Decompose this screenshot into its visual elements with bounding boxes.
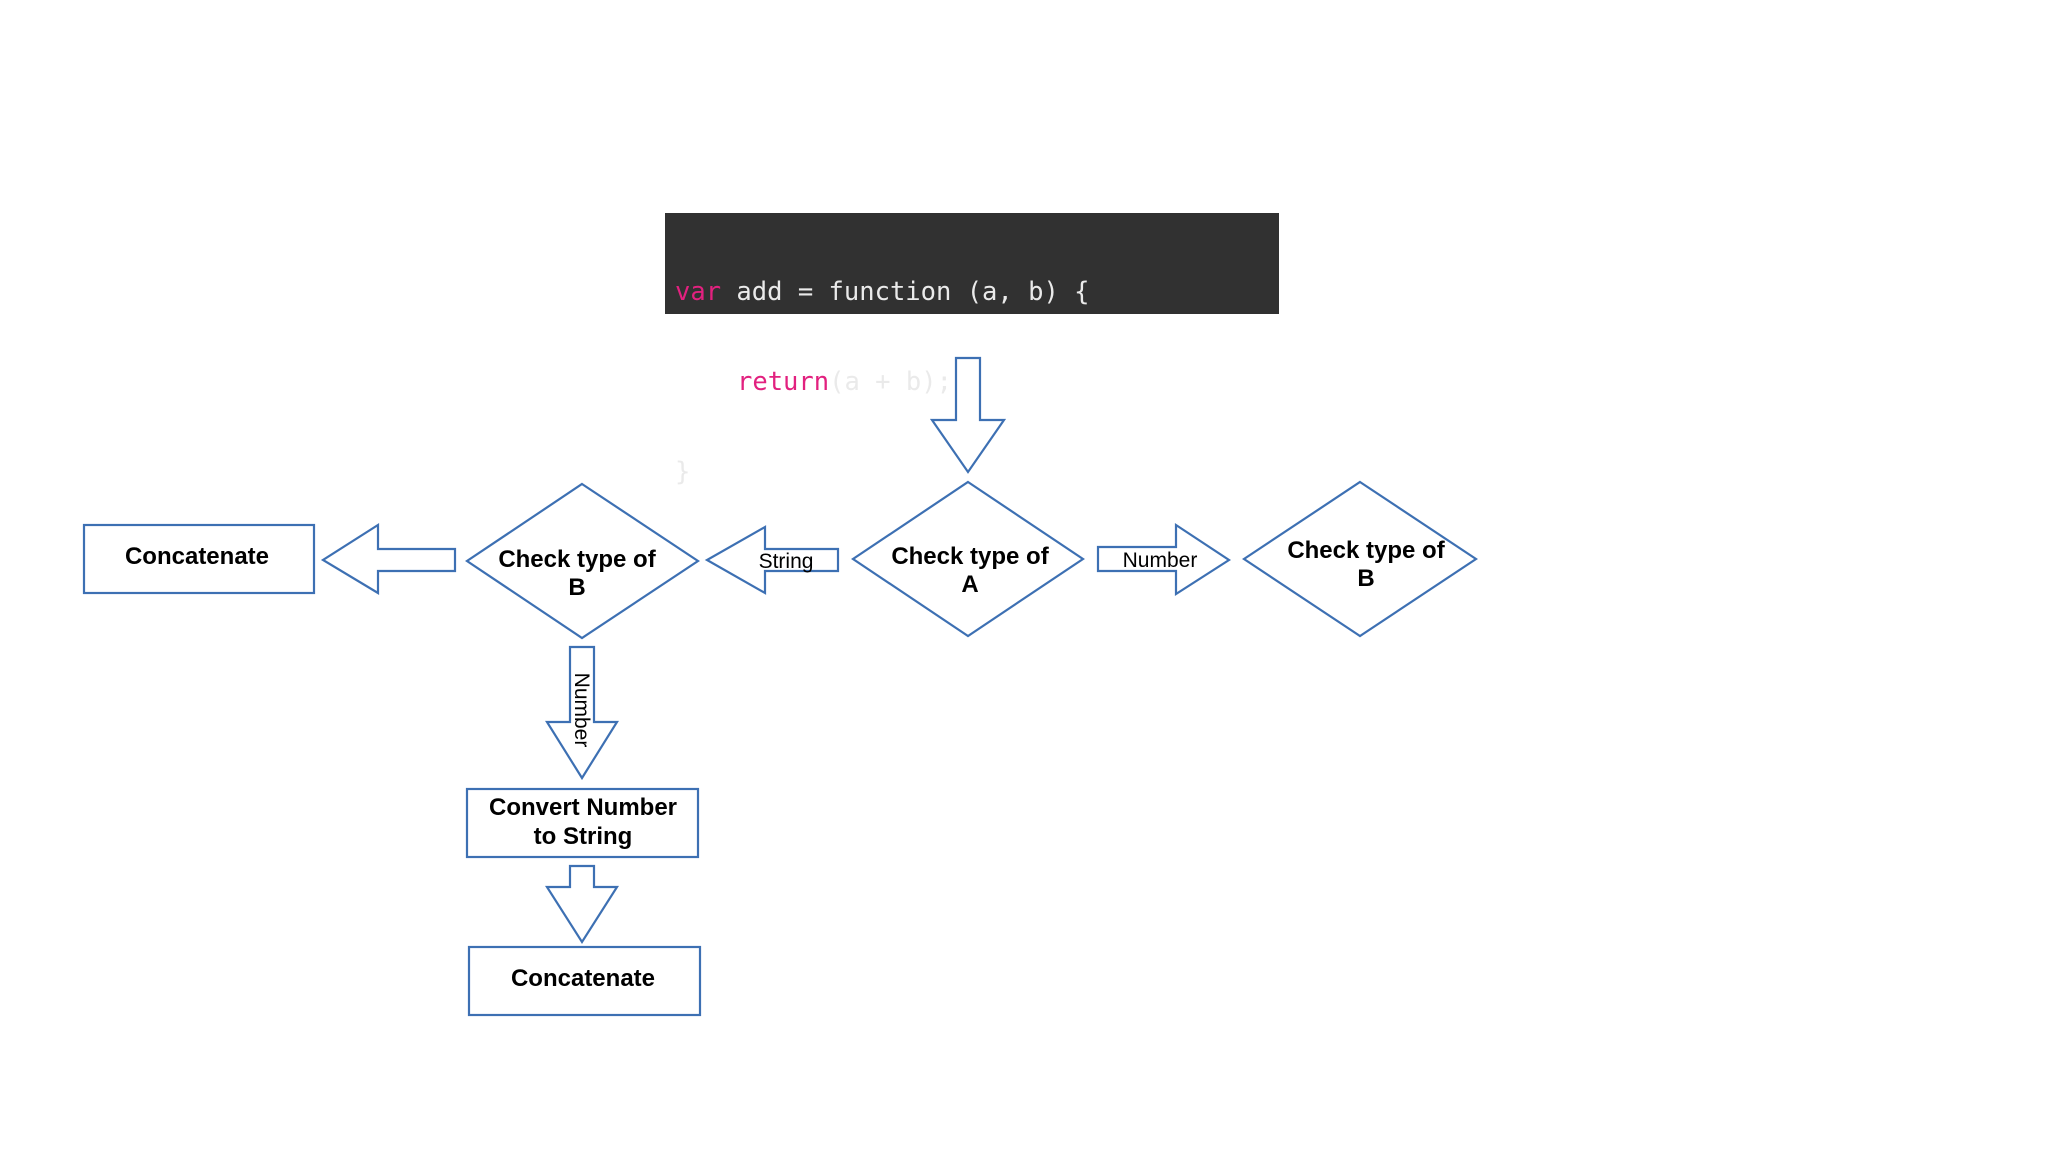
- code-keyword-return: return: [737, 367, 830, 397]
- code-text: add = function (a, b) {: [721, 277, 1090, 307]
- check-type-b-left-label-2: B: [568, 574, 585, 601]
- arrow-string-to-check-b: [704, 525, 840, 595]
- check-type-b-left-diamond[interactable]: [465, 482, 700, 640]
- convert-label-1: Convert Number: [489, 794, 677, 821]
- arrow-label-number-right: Number: [1123, 549, 1198, 572]
- arrow-number-to-check-b-right: [1096, 522, 1232, 597]
- code-snippet: var add = function (a, b) { return(a + b…: [665, 213, 1279, 487]
- check-type-b-right-diamond[interactable]: [1242, 480, 1478, 638]
- concatenate-left-label: Concatenate: [125, 543, 269, 570]
- check-type-a-label-2: A: [961, 571, 978, 598]
- check-type-b-right-label-2: B: [1357, 565, 1374, 592]
- code-line-1: var add = function (a, b) {: [675, 277, 1269, 307]
- arrow-code-to-check-a: [929, 356, 1007, 474]
- check-type-a-label-1: Check type of: [891, 543, 1049, 570]
- concatenate-bottom-box[interactable]: [467, 945, 702, 1017]
- arrow-label-number-down: Number: [570, 673, 593, 748]
- code-text: (a + b);: [829, 367, 952, 397]
- code-line-2: return(a + b);: [675, 367, 1269, 397]
- arrow-convert-to-concatenate: [544, 864, 620, 945]
- code-line-3: }: [675, 457, 691, 487]
- arrow-label-string-1: String: [759, 550, 814, 573]
- check-type-a-diamond[interactable]: [851, 480, 1085, 638]
- arrow-string-to-concatenate: [320, 522, 457, 595]
- arrow-number-down: [545, 645, 619, 781]
- convert-number-to-string-box[interactable]: [465, 787, 700, 859]
- convert-label-2: to String: [534, 823, 633, 850]
- concatenate-left-box[interactable]: [82, 523, 316, 595]
- check-type-b-left-label-1: Check type of: [498, 546, 656, 573]
- code-keyword-var: var: [675, 277, 722, 307]
- concatenate-bottom-label: Concatenate: [511, 965, 655, 992]
- check-type-b-right-label-1: Check type of: [1287, 537, 1445, 564]
